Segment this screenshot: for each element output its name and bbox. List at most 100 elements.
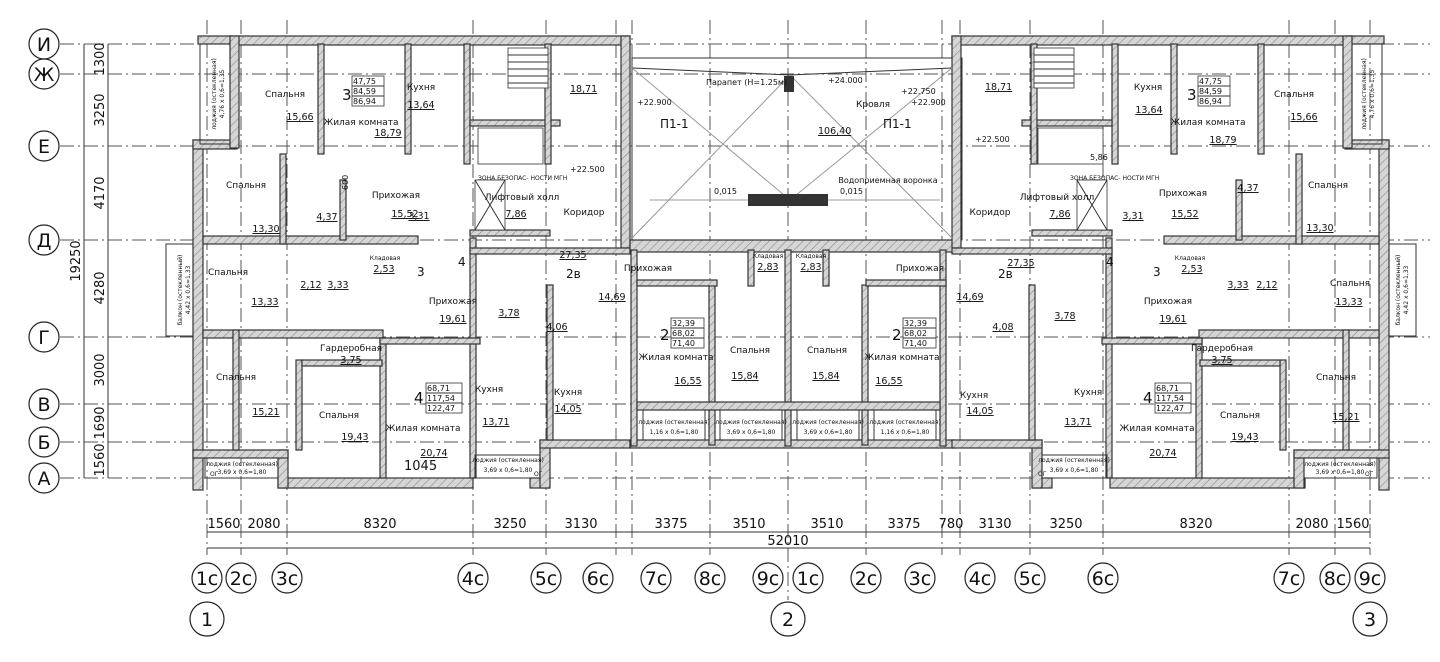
col-axis: 9с	[1354, 562, 1386, 594]
svg-text:47,75: 47,75	[353, 77, 376, 86]
svg-text:86,94: 86,94	[353, 97, 376, 106]
svg-text:0,015: 0,015	[714, 187, 737, 196]
svg-text:71,40: 71,40	[672, 339, 695, 348]
room-name: Лифтовый холл	[1020, 193, 1095, 203]
room-area: 13,30	[1306, 223, 1333, 234]
room-area: 16,55	[875, 376, 902, 387]
svg-text:4,42 x 0,6=1,33: 4,42 x 0,6=1,33	[1403, 265, 1410, 314]
svg-text:Г: Г	[38, 327, 50, 349]
row-axis-e: Е	[28, 130, 60, 162]
svg-text:2с: 2с	[855, 568, 878, 590]
column-axis-bubbles: 1с 2с 3с 4с 5с 6с 7с 8с 9с 1с 2с 3с 4с 5…	[191, 562, 1386, 594]
svg-text:4,76 x 0,6=1,35: 4,76 x 0,6=1,35	[219, 69, 226, 118]
col-axis: 8с	[694, 562, 726, 594]
room-area: 2,12	[1256, 280, 1277, 291]
room-name: Прихожая	[624, 264, 672, 274]
svg-text:68,71: 68,71	[1156, 384, 1179, 393]
svg-text:3130: 3130	[978, 517, 1011, 532]
room-area: 3,75	[340, 355, 361, 366]
svg-text:3,69 x 0,6=1,80: 3,69 x 0,6=1,80	[804, 429, 853, 436]
svg-text:3: 3	[1187, 86, 1197, 104]
svg-text:лоджия (остекленная): лоджия (остекленная)	[869, 419, 941, 426]
svg-text:18,71: 18,71	[570, 84, 597, 95]
room-area: 4,08	[992, 322, 1013, 333]
svg-text:6с: 6с	[1092, 568, 1115, 590]
svg-text:+22.900: +22.900	[911, 98, 946, 107]
svg-text:1300: 1300	[93, 42, 108, 75]
col-axis: 4с	[964, 562, 996, 594]
svg-text:84,59: 84,59	[353, 87, 376, 96]
svg-text:3: 3	[1364, 609, 1376, 631]
svg-text:1,16 x 0,6=1,80: 1,16 x 0,6=1,80	[650, 429, 699, 436]
room-area: 4,37	[316, 212, 337, 223]
room-area: 13,64	[1135, 105, 1162, 116]
apartment-tag: 3 47,75 84,59 86,94	[342, 75, 385, 107]
svg-text:68,02: 68,02	[904, 329, 927, 338]
svg-text:4: 4	[414, 389, 424, 407]
room-area: 15,21	[252, 407, 279, 418]
svg-text:2с: 2с	[230, 568, 253, 590]
svg-text:2: 2	[782, 609, 794, 631]
row-axis-d: Д	[28, 224, 60, 256]
svg-text:Е: Е	[38, 136, 50, 158]
svg-text:4: 4	[1106, 255, 1114, 269]
svg-text:5с: 5с	[535, 568, 558, 590]
room-area: 15,52	[391, 209, 418, 220]
svg-text:2в: 2в	[998, 267, 1013, 281]
room-area: 3,75	[1211, 355, 1232, 366]
svg-text:68,02: 68,02	[672, 329, 695, 338]
section-axis: 2	[770, 601, 806, 637]
section-axis: 1	[189, 601, 225, 637]
svg-text:3375: 3375	[654, 517, 687, 532]
apartment-tags: 3 47,75 84,59 86,94 4 68,71 117,54 122,4…	[342, 75, 1231, 414]
svg-text:3510: 3510	[810, 517, 843, 532]
roof-labels: Парапет (Н=1.25м) Кровля 106,40 Водоприе…	[341, 76, 1159, 196]
room-area: 7,86	[505, 209, 526, 220]
svg-text:лоджия (остекленная): лоджия (остекленная)	[715, 419, 787, 426]
svg-text:18,71: 18,71	[985, 82, 1012, 93]
room-name: Спальня	[1220, 411, 1260, 421]
svg-text:4: 4	[458, 255, 466, 269]
room-area: 13,71	[482, 417, 509, 428]
svg-text:3с: 3с	[909, 568, 932, 590]
right-section-walls	[951, 35, 1390, 491]
col-axis: 3с	[271, 562, 303, 594]
room-area: 3,78	[498, 308, 519, 319]
room-name: Жилая комната	[386, 424, 461, 434]
room-area: 19,61	[439, 314, 466, 325]
room-area: 3,31	[408, 211, 429, 222]
svg-text:2: 2	[892, 326, 902, 344]
room-name: Кухня	[960, 391, 988, 401]
room-name: Коридор	[564, 208, 605, 218]
room-area: 3,31	[1122, 211, 1143, 222]
section-axis: 3	[1352, 601, 1388, 637]
room-area: 3,33	[327, 280, 348, 291]
col-axis: 9с	[752, 562, 784, 594]
column-dimensions: 1560 2080 8320 3250 3130 3375 3510 3510 …	[207, 517, 1370, 549]
col-axis: 8с	[1319, 562, 1351, 594]
row-dimensions: 1300 3250 4170 4280 3000 1690 1560 19250	[69, 42, 109, 478]
svg-text:1с: 1с	[797, 568, 820, 590]
svg-text:Д: Д	[37, 230, 52, 252]
loggias	[165, 43, 1417, 479]
row-axis-bubbles: И Ж Е Д Г В Б А	[28, 28, 60, 494]
room-area: 3,78	[1054, 311, 1075, 322]
svg-text:1560: 1560	[93, 443, 108, 476]
svg-text:лоджия (остекленная): лоджия (остекленная)	[206, 461, 278, 468]
svg-text:лоджия (остекленная): лоджия (остекленная)	[638, 419, 710, 426]
svg-text:3000: 3000	[93, 353, 108, 386]
room-area: 3,33	[1227, 280, 1248, 291]
svg-text:2080: 2080	[247, 517, 280, 532]
apartment-tag: 4 68,71 117,54 122,47	[414, 382, 463, 414]
stair-marks: 3 4 2в 4 3 2в 1045	[404, 255, 1161, 474]
svg-text:8320: 8320	[363, 517, 396, 532]
svg-text:Ж: Ж	[34, 64, 55, 86]
room-area: 14,05	[554, 404, 581, 415]
svg-text:балкон (остекленный): балкон (остекленный)	[177, 255, 184, 326]
svg-text:122,47: 122,47	[427, 404, 455, 413]
room-area: 2,83	[757, 262, 778, 273]
svg-text:84,59: 84,59	[1199, 87, 1222, 96]
svg-text:Кровля: Кровля	[856, 100, 890, 110]
svg-text:5с: 5с	[1019, 568, 1042, 590]
svg-text:1045: 1045	[404, 459, 437, 474]
